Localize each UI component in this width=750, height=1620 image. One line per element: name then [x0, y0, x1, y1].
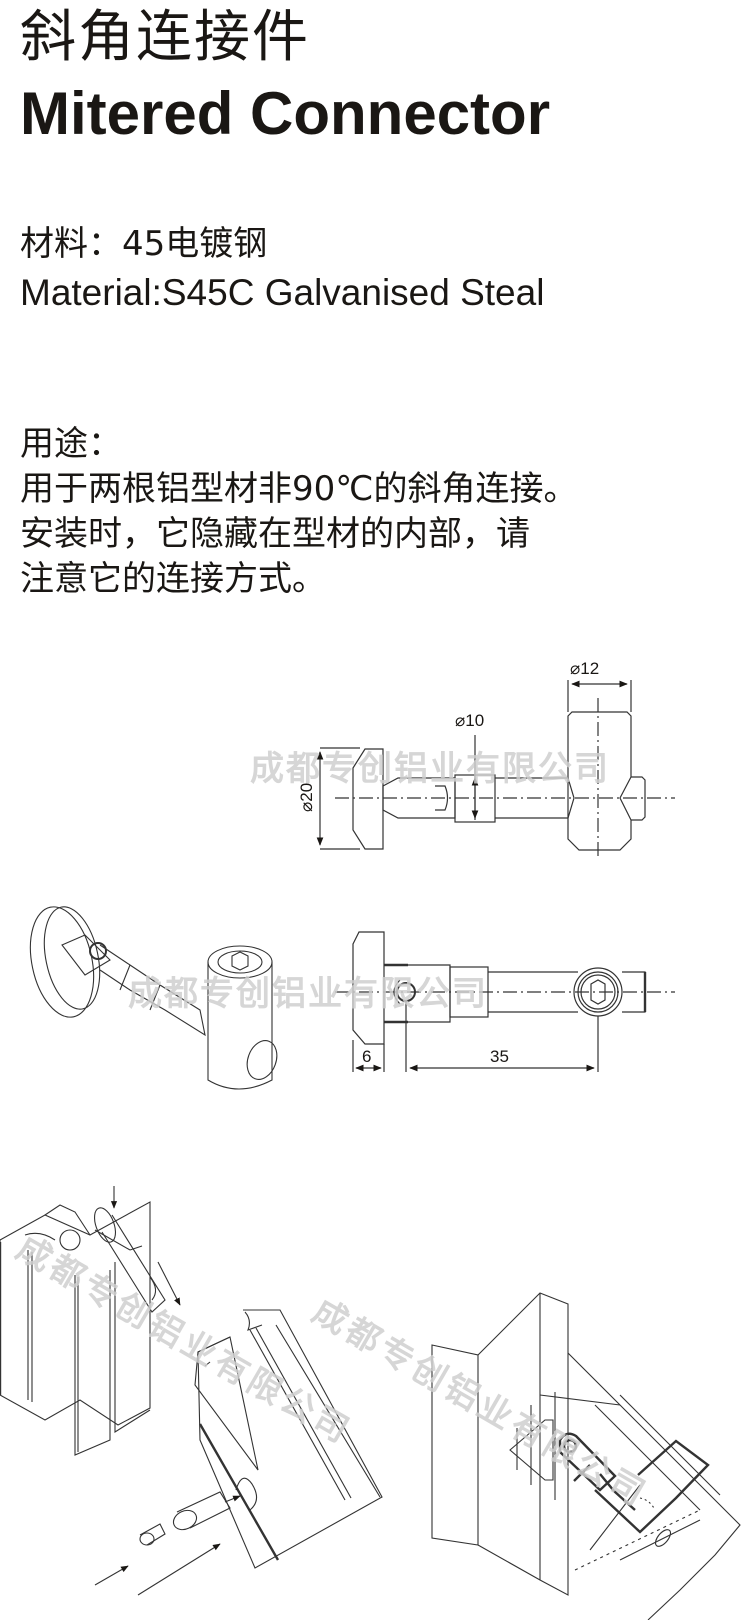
usage-section: 用途： 用于两根铝型材非90℃的斜角连接。 安装时，它隐藏在型材的内部，请 注意…: [20, 422, 577, 602]
mitered-joint-section-drawing: [431, 1292, 741, 1620]
side-view-drawing: [316, 680, 675, 858]
material-chinese: 材料：45电镀钢: [20, 224, 268, 264]
watermark-1: 成都专创铝业有限公司: [250, 749, 610, 789]
isometric-connector-drawing: [29, 906, 278, 1090]
dim-diameter-10: ⌀10: [455, 711, 484, 730]
watermark-4: 成都专创铝业有限公司: [306, 1291, 655, 1516]
material-english: Material:S45C Galvanised Steal: [20, 272, 545, 313]
top-view-drawing: [335, 931, 675, 1072]
dim-length-6: 6: [362, 1047, 371, 1066]
watermark-3: 成都专创铝业有限公司: [10, 1228, 359, 1453]
dim-diameter-12: ⌀12: [570, 659, 599, 678]
profile-assembly-drawing: [0, 1186, 181, 1456]
dim-diameter-20: ⌀20: [297, 783, 316, 812]
watermark-group: 成都专创铝业有限公司 成都专创铝业有限公司 成都专创铝业有限公司 成都专创铝业有…: [10, 749, 655, 1516]
title-chinese: 斜角连接件: [20, 5, 310, 70]
usage-line-2: 安装时，它隐藏在型材的内部，请: [20, 514, 530, 554]
usage-heading: 用途：: [20, 424, 122, 464]
title-english: Mitered Connector: [20, 80, 551, 147]
usage-line-3: 注意它的连接方式。: [20, 559, 326, 599]
usage-line-1: 用于两根铝型材非90℃的斜角连接。: [20, 469, 578, 509]
watermark-2: 成都专创铝业有限公司: [128, 974, 488, 1014]
angled-profile-drawing: [94, 1309, 383, 1596]
dim-length-35: 35: [490, 1047, 509, 1066]
